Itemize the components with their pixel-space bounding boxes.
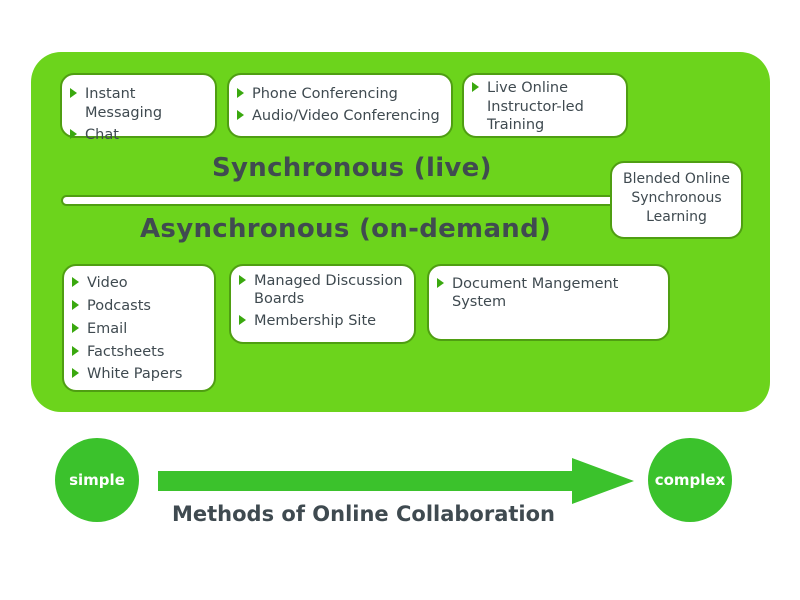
- list-item: Chat: [70, 126, 205, 145]
- complex-circle: complex: [648, 438, 732, 522]
- synchronous-heading: Synchronous (live): [212, 153, 492, 183]
- list-item: Instant Messaging: [70, 85, 205, 123]
- timeline-divider: [61, 195, 621, 206]
- list-item: Audio/Video Conferencing: [237, 107, 441, 126]
- sync-box-conferencing: Phone Conferencing Audio/Video Conferenc…: [227, 73, 453, 138]
- bullet-arrow-icon: [72, 277, 79, 287]
- list-item: Email: [72, 320, 204, 339]
- diagram-caption: Methods of Online Collaboration: [172, 502, 555, 526]
- bullet-arrow-icon: [72, 368, 79, 379]
- simple-circle: simple: [55, 438, 139, 522]
- bullet-arrow-icon: [72, 345, 79, 356]
- complexity-arrow-icon: [158, 458, 634, 504]
- blended-line: Learning: [646, 208, 707, 225]
- bullet-arrow-icon: [72, 299, 79, 310]
- asynchronous-heading: Asynchronous (on-demand): [140, 214, 552, 244]
- list-item: Video: [72, 274, 204, 293]
- list-item: Podcasts: [72, 297, 204, 316]
- blended-line: Synchronous: [631, 189, 722, 206]
- bullet-arrow-icon: [237, 88, 244, 98]
- async-box-discussion: Managed Discussion Boards Membership Sit…: [229, 264, 416, 344]
- bullet-arrow-icon: [239, 275, 246, 285]
- bullet-arrow-icon: [239, 314, 246, 325]
- blended-learning-box: Blended Online Synchronous Learning: [610, 161, 743, 239]
- bullet-arrow-icon: [237, 109, 244, 120]
- bullet-arrow-icon: [472, 82, 479, 92]
- bullet-arrow-icon: [72, 322, 79, 333]
- list-item: Document Mangement System: [437, 275, 642, 312]
- list-item: Membership Site: [239, 312, 404, 331]
- list-item: Live Online Instructor-led Training: [472, 79, 607, 135]
- async-box-documents: Document Mangement System: [427, 264, 670, 341]
- sync-box-messaging: Instant Messaging Chat: [60, 73, 217, 143]
- bullet-arrow-icon: [437, 278, 444, 288]
- list-item: Factsheets: [72, 343, 204, 362]
- sync-box-training: Live Online Instructor-led Training: [462, 73, 628, 138]
- bullet-arrow-icon: [70, 128, 77, 139]
- list-item: Managed Discussion Boards: [239, 272, 404, 309]
- async-box-media: Video Podcasts Email Factsheets White Pa…: [62, 264, 216, 392]
- bullet-arrow-icon: [70, 88, 77, 98]
- list-item: White Papers: [72, 365, 204, 384]
- blended-line: Blended Online: [623, 171, 730, 187]
- list-item: Phone Conferencing: [237, 85, 441, 104]
